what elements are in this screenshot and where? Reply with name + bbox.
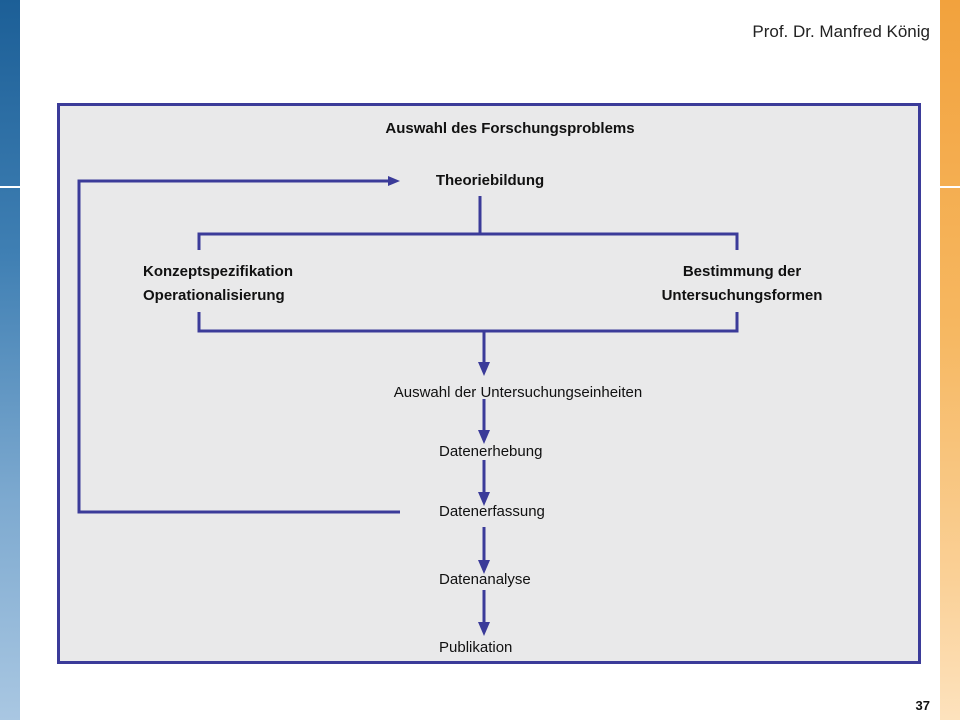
left-branch-line2: Operationalisierung: [143, 287, 285, 304]
left-accent-divider: [0, 186, 20, 188]
right-accent-bar: [940, 0, 960, 720]
right-accent-divider: [940, 186, 960, 188]
diagram-title: Auswahl des Forschungsproblems: [385, 120, 635, 137]
step-auswahl: Auswahl der Untersuchungseinheiten: [393, 384, 643, 401]
theory-label: Theoriebildung: [435, 172, 545, 189]
right-branch-line1: Bestimmung der: [682, 263, 802, 280]
step-publikation: Publikation: [439, 639, 513, 656]
left-branch-line1: Konzeptspezifikation: [143, 263, 294, 280]
step-erhebung: Datenerhebung: [439, 443, 543, 460]
arrowhead-publikation: [478, 622, 490, 636]
feedback-loop-line: [77, 179, 400, 514]
step-analyse: Datenanalyse: [439, 571, 531, 588]
arrowhead-erfassung: [478, 492, 490, 506]
author-name: Prof. Dr. Manfred König: [752, 22, 930, 41]
page-number: 37: [915, 698, 930, 713]
left-accent-bar: [0, 0, 20, 720]
right-branch-line2: Untersuchungsformen: [661, 287, 823, 304]
arrowhead-analyse: [478, 560, 490, 574]
arrowhead-erhebung: [478, 430, 490, 444]
diagram-panel: [57, 103, 921, 664]
top-bracket-line: [197, 232, 739, 250]
arrowhead-auswahl: [478, 362, 490, 376]
step-erfassung: Datenerfassung: [439, 503, 545, 520]
arrowhead-theory: [388, 176, 400, 186]
bottom-bracket-line: [197, 312, 739, 333]
